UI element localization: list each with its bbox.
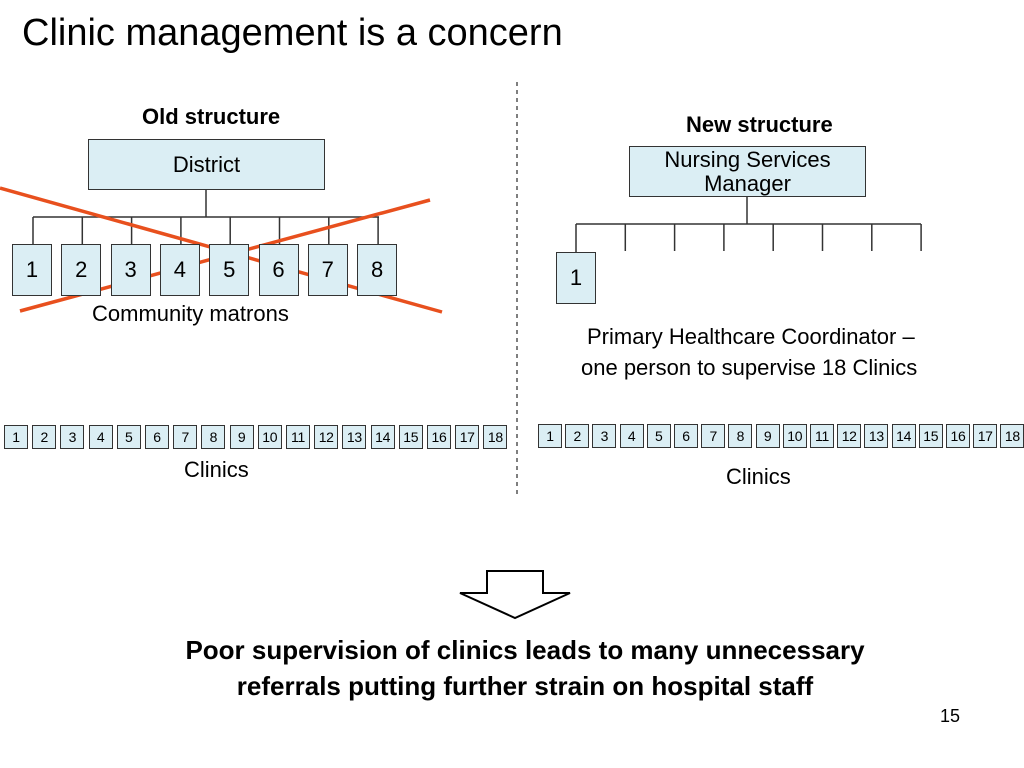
new-clinic-box-5: 5 bbox=[646, 424, 671, 448]
new-clinic-box-6: 6 bbox=[674, 424, 698, 448]
new-clinic-box-11: 11 bbox=[810, 424, 834, 448]
new-clinic-box-10: 10 bbox=[782, 424, 807, 448]
old-clinic-box-8: 8 bbox=[201, 425, 226, 449]
old-clinic-box-1: 1 bbox=[4, 425, 28, 449]
new-clinic-box-4: 4 bbox=[619, 424, 644, 448]
matron-box-3: 3 bbox=[110, 244, 151, 296]
nursing-services-manager-box: Nursing Services Manager bbox=[629, 146, 866, 197]
new-clinic-box-13: 13 bbox=[864, 424, 889, 448]
new-clinic-box-9: 9 bbox=[755, 424, 780, 448]
new-clinic-box-12: 12 bbox=[837, 424, 862, 448]
old-clinic-box-17: 17 bbox=[455, 425, 480, 449]
old-clinic-box-12: 12 bbox=[314, 425, 339, 449]
old-clinic-box-14: 14 bbox=[370, 425, 395, 449]
old-clinic-box-2: 2 bbox=[32, 425, 57, 449]
slide-number: 15 bbox=[940, 706, 961, 726]
community-matrons-label: Community matrons bbox=[92, 301, 289, 326]
coordinator-caption-line1: Primary Healthcare Coordinator – bbox=[587, 324, 915, 349]
coordinator-caption-line2: one person to supervise 18 Clinics bbox=[581, 355, 918, 380]
old-clinic-box-5: 5 bbox=[116, 425, 141, 449]
matron-box-8: 8 bbox=[357, 244, 398, 296]
new-clinic-box-15: 15 bbox=[918, 424, 943, 448]
old-clinic-box-18: 18 bbox=[483, 425, 508, 449]
slide-title: Clinic management is a concern bbox=[22, 12, 563, 54]
matron-box-7: 7 bbox=[307, 244, 348, 296]
new-clinics-label: Clinics bbox=[726, 464, 791, 489]
old-clinic-box-11: 11 bbox=[286, 425, 310, 449]
old-clinic-box-16: 16 bbox=[427, 425, 451, 449]
new-clinic-box-1: 1 bbox=[538, 424, 562, 448]
new-clinic-box-3: 3 bbox=[592, 424, 617, 448]
old-structure-heading: Old structure bbox=[142, 104, 281, 129]
old-clinic-box-7: 7 bbox=[173, 425, 198, 449]
matron-box-1: 1 bbox=[12, 244, 52, 296]
old-clinic-box-13: 13 bbox=[342, 425, 367, 449]
old-clinic-box-3: 3 bbox=[60, 425, 85, 449]
district-box: District bbox=[88, 139, 325, 190]
matron-box-5: 5 bbox=[209, 244, 250, 296]
old-clinic-box-6: 6 bbox=[145, 425, 169, 449]
new-clinic-box-2: 2 bbox=[565, 424, 590, 448]
old-clinic-box-10: 10 bbox=[257, 425, 282, 449]
new-structure-heading: New structure bbox=[686, 112, 833, 137]
new-clinic-box-17: 17 bbox=[973, 424, 998, 448]
old-clinic-box-9: 9 bbox=[229, 425, 254, 449]
new-clinic-box-14: 14 bbox=[891, 424, 916, 448]
new-clinic-box-16: 16 bbox=[946, 424, 970, 448]
down-arrow-icon bbox=[459, 570, 571, 620]
new-clinic-box-8: 8 bbox=[728, 424, 753, 448]
coordinator-box-1: 1 bbox=[556, 252, 596, 304]
old-clinics-label: Clinics bbox=[184, 457, 249, 482]
old-clinic-box-4: 4 bbox=[88, 425, 113, 449]
matron-box-6: 6 bbox=[258, 244, 299, 296]
matron-box-2: 2 bbox=[61, 244, 102, 296]
new-clinic-box-7: 7 bbox=[701, 424, 726, 448]
matron-box-4: 4 bbox=[159, 244, 200, 296]
new-clinic-box-18: 18 bbox=[1000, 424, 1024, 448]
old-clinic-box-15: 15 bbox=[398, 425, 423, 449]
conclusion-text: Poor supervision of clinics leads to man… bbox=[185, 635, 865, 701]
